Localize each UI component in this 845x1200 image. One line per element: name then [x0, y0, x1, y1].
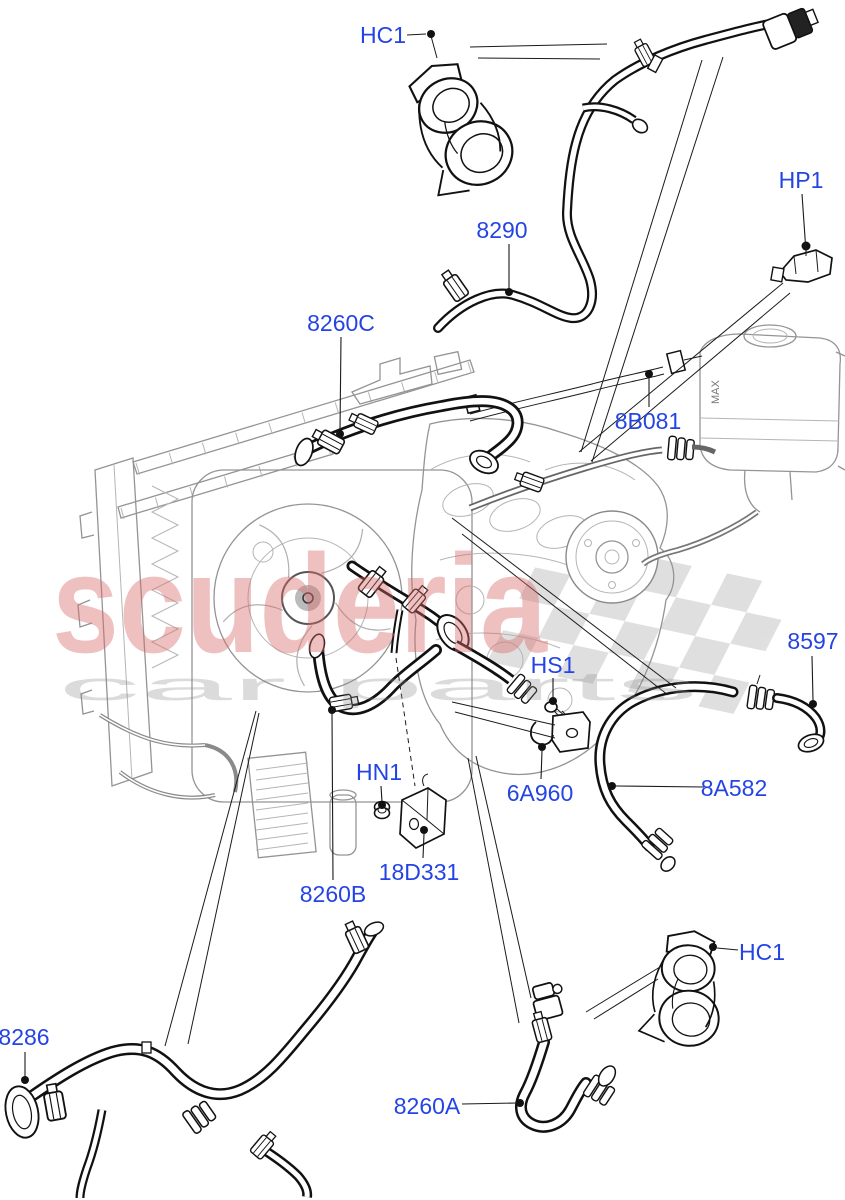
- part-label-hn1: HN1: [356, 759, 402, 809]
- leader-line: [339, 336, 342, 432]
- watermark: scuderia car parts: [52, 525, 698, 709]
- checker-cell: [730, 612, 782, 652]
- part-number-label[interactable]: HC1: [739, 939, 785, 965]
- reservoir-max-text: MAX: [710, 380, 722, 405]
- checker-cell: [487, 630, 539, 669]
- part-label-8a582: 8A582: [608, 775, 767, 801]
- leader-line: [331, 713, 334, 881]
- leader-line: [801, 193, 807, 253]
- hp1-connector: [770, 241, 833, 283]
- watermark-brand: scuderia: [52, 525, 548, 682]
- checker-cell: [519, 567, 571, 607]
- part-label-8290: 8290: [476, 217, 528, 296]
- part-label-hp1: HP1: [779, 167, 824, 253]
- leader-dot: [608, 782, 616, 790]
- hose-8286: [4, 918, 385, 1199]
- thermostat-hoses: [308, 560, 540, 716]
- leader-line: [811, 655, 814, 701]
- part-number-label[interactable]: 8597: [787, 628, 838, 654]
- part-number-label[interactable]: 6A960: [507, 780, 574, 806]
- leader-dot: [336, 430, 344, 438]
- checker-cell: [711, 573, 763, 613]
- part-number-label[interactable]: 18D331: [379, 859, 460, 885]
- leader-line: [615, 785, 705, 788]
- leader-line: [540, 750, 543, 780]
- part-number-label[interactable]: 8286: [0, 1024, 50, 1050]
- pointer-lines: [164, 43, 791, 1047]
- part-label-8260a: 8260A: [394, 1093, 524, 1119]
- leader-dot: [645, 370, 653, 378]
- leader-dot: [709, 943, 717, 951]
- part-number-label[interactable]: HN1: [356, 759, 402, 785]
- checker-cell: [679, 636, 731, 675]
- checker-cell: [608, 621, 660, 661]
- leader-line: [461, 1102, 517, 1105]
- fan-blade: [335, 602, 391, 631]
- hc1-connector-top: [398, 35, 528, 205]
- checker-cell: [557, 645, 609, 684]
- part-label-8b081: 8B081: [615, 370, 682, 434]
- part-number-label[interactable]: 8260C: [307, 310, 375, 336]
- leader-dot: [809, 700, 817, 708]
- part-number-label[interactable]: 8260B: [300, 881, 367, 907]
- leader-dot: [420, 826, 428, 834]
- part-label-8260b: 8260B: [300, 706, 367, 907]
- fan-blade: [296, 625, 313, 687]
- hose-8290-connector: [762, 7, 819, 50]
- fan-blade: [222, 604, 284, 623]
- leader-dot: [549, 697, 557, 705]
- part-number-label[interactable]: 8B081: [615, 408, 682, 434]
- fan-blade: [321, 528, 364, 574]
- watermark-subtext: car parts: [58, 665, 698, 709]
- part-label-hc1: HC1: [709, 939, 785, 965]
- checker-cell: [659, 597, 712, 637]
- heater-hose: [468, 435, 717, 512]
- leader-line: [380, 785, 383, 803]
- part-label-8597: 8597: [787, 628, 839, 708]
- leader-dot: [427, 30, 435, 38]
- part-number-label[interactable]: HC1: [360, 22, 406, 48]
- part-label-8286: 8286: [0, 1024, 50, 1084]
- hose-8A582: [594, 681, 739, 872]
- leader-line: [422, 833, 425, 859]
- part-number-label[interactable]: 8260A: [394, 1093, 461, 1119]
- hc1-connector-bottom: [636, 923, 743, 1058]
- leader-dot: [516, 1099, 524, 1107]
- part-label-hc1: HC1: [360, 22, 435, 48]
- part-number-label[interactable]: HP1: [779, 167, 824, 193]
- coolant-reservoir: MAX: [641, 324, 845, 567]
- bracket-6A960: [529, 711, 591, 753]
- leader-line: [406, 33, 427, 36]
- bracket-18D331: [399, 773, 447, 850]
- leader-dot: [328, 706, 336, 714]
- leader-dot: [21, 1076, 29, 1084]
- leader-dot: [538, 743, 546, 751]
- leader-dot: [378, 801, 386, 809]
- checker-cell: [538, 606, 590, 646]
- part-label-18d331: 18D331: [379, 826, 460, 885]
- water-pump: [565, 510, 659, 604]
- part-label-6a960: 6A960: [507, 743, 574, 806]
- part-label-8260c: 8260C: [307, 310, 375, 438]
- hose-8597: [746, 674, 826, 753]
- hose-8290: [433, 7, 819, 333]
- oil-cooler: [247, 751, 357, 859]
- part-number-label[interactable]: HS1: [531, 652, 576, 678]
- leader-line: [716, 947, 739, 951]
- hose-8260C: [294, 395, 524, 475]
- part-number-label[interactable]: 8290: [476, 217, 527, 243]
- fan-blade: [258, 524, 290, 578]
- part-label-hs1: HS1: [531, 652, 576, 705]
- leader-dot: [505, 288, 513, 296]
- hose-8260A: [515, 982, 618, 1133]
- part-number-label[interactable]: 8A582: [701, 775, 768, 801]
